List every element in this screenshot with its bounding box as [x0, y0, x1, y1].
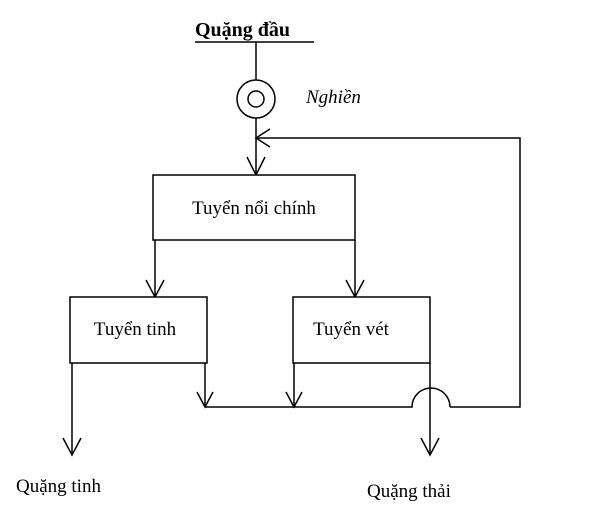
concentrate-label: Quặng tinh: [16, 476, 101, 497]
grinder-icon: [236, 79, 276, 119]
grinding-label: Nghiền: [305, 87, 361, 108]
scavenger-label: Tuyển vét: [313, 319, 390, 340]
arrow-recycle-return: [254, 128, 271, 148]
cleaner-box: [69, 296, 208, 364]
tailings-label: Quặng thải: [367, 481, 451, 502]
cleaner-label: Tuyển tinh: [94, 319, 177, 340]
feed-label: Quặng đầu: [195, 19, 290, 41]
arrow-concentrate-out: [62, 437, 82, 457]
rougher-label: Tuyển nổi chính: [192, 198, 316, 219]
collector-line: [205, 387, 451, 408]
arrow-tailings-out: [420, 437, 440, 457]
recycle-loop-line: [256, 137, 521, 408]
scavenger-box: [292, 296, 431, 364]
rougher-box: [152, 174, 356, 241]
